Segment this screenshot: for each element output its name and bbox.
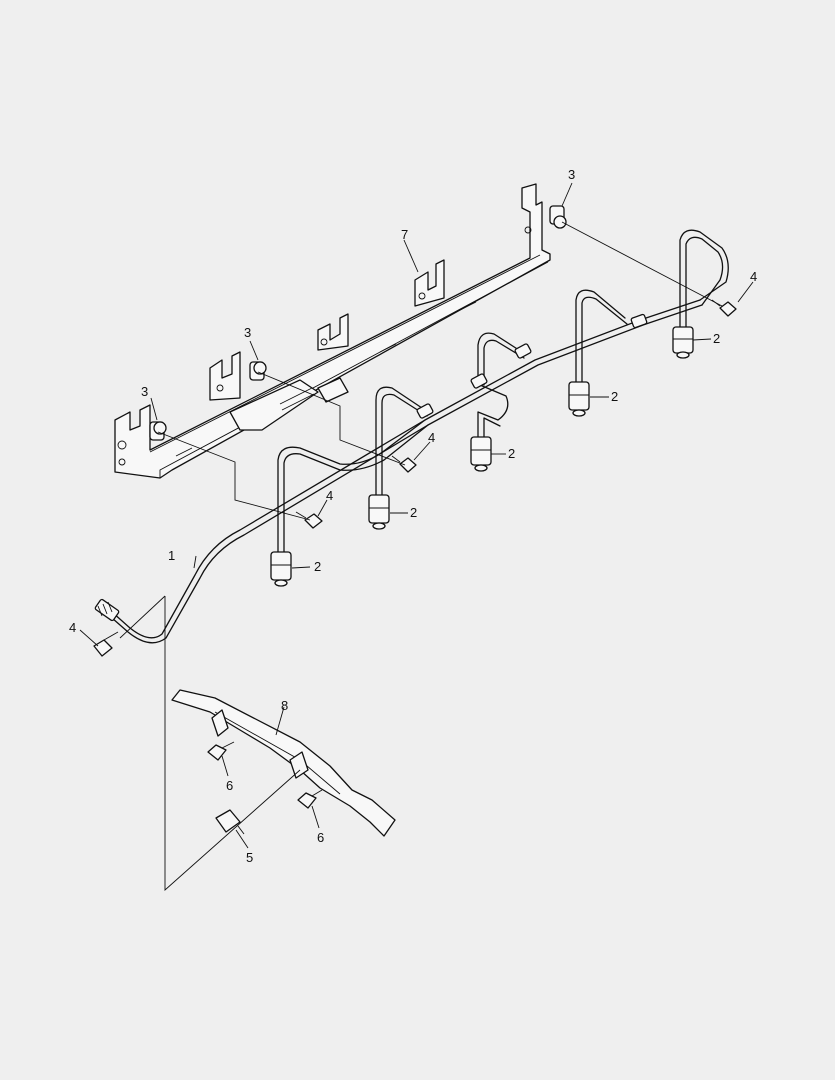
fuel-fitting-2 <box>368 494 390 530</box>
mounting-bracket <box>114 183 551 479</box>
callout-8: 8 <box>281 698 288 713</box>
bolt-6-left <box>207 741 235 761</box>
fuel-fitting-1 <box>270 551 292 587</box>
lower-bracket <box>171 689 396 837</box>
leader-lines <box>79 182 754 892</box>
fuel-fitting-4 <box>568 381 590 417</box>
grommet-5 <box>215 809 245 835</box>
callout-3: 3 <box>141 384 148 399</box>
bolt-2 <box>295 511 323 529</box>
callout-1: 1 <box>168 548 175 563</box>
callout-4: 4 <box>326 488 333 503</box>
p-clip-left <box>149 421 167 441</box>
callout-5: 5 <box>246 850 253 865</box>
callout-labels: 1 2 2 2 2 2 2 3 3 3 4 4 4 4 5 6 6 7 8 <box>69 167 757 865</box>
callout-2: 2 <box>713 331 720 346</box>
fuel-fitting-3 <box>470 436 492 472</box>
callout-2: 2 <box>314 559 321 574</box>
callout-4: 4 <box>69 620 76 635</box>
callout-4: 4 <box>750 269 757 284</box>
callout-4: 4 <box>428 430 435 445</box>
callout-2: 2 <box>508 446 515 461</box>
callout-6: 6 <box>226 778 233 793</box>
bolt-6-right <box>297 789 323 809</box>
fuel-fitting-5 <box>672 326 694 359</box>
bolt-3 <box>391 455 417 473</box>
callout-7: 7 <box>401 227 408 242</box>
callout-6: 6 <box>317 830 324 845</box>
p-clip-middle <box>249 361 267 381</box>
p-clip-right <box>549 205 567 229</box>
bolt-1 <box>93 631 119 657</box>
callout-3: 3 <box>568 167 575 182</box>
callout-3: 3 <box>244 325 251 340</box>
callout-2: 2 <box>410 505 417 520</box>
callout-2: 2 <box>611 389 618 404</box>
branch-tubes <box>277 229 729 556</box>
main-fuel-tube <box>94 299 703 644</box>
